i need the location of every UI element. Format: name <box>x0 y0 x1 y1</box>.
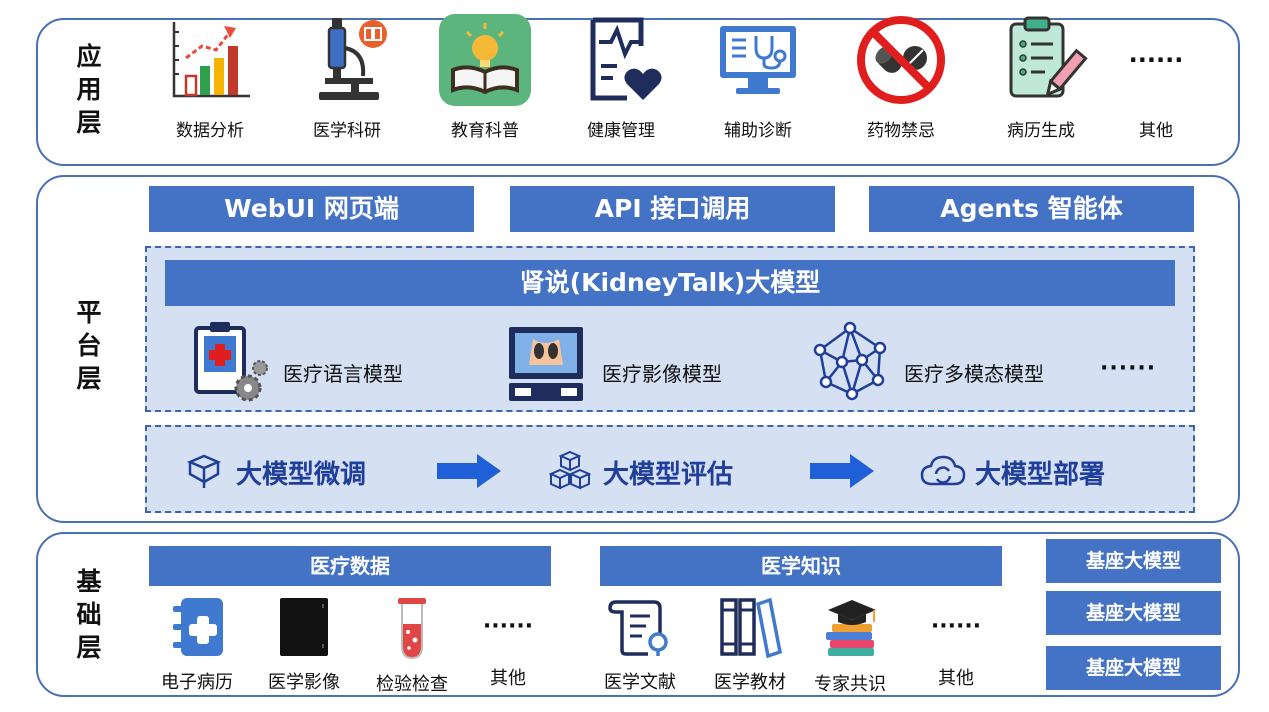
cloud-sync-icon <box>920 455 966 486</box>
agents-button[interactable]: Agents 智能体 <box>869 186 1194 232</box>
knowledge-item-literature[interactable]: 医学文献 <box>590 596 690 694</box>
foundation-layer-title: 基 础 层 <box>76 567 102 662</box>
ellipsis-icon: ······ <box>930 614 982 639</box>
app-item-drug-contraindication[interactable]: 药物禁忌 <box>846 12 956 141</box>
data-item-label: 其他 <box>490 668 526 689</box>
pipeline-step-finetune[interactable]: 大模型微调 <box>236 460 367 490</box>
data-item-other[interactable]: ······ 其他 <box>458 596 558 690</box>
app-item-data-analysis[interactable]: 数据分析 <box>155 12 265 141</box>
medical-record-icon <box>173 598 223 656</box>
network-nodes-icon <box>813 321 887 401</box>
knowledge-item-label: 医学文献 <box>604 672 676 693</box>
monitor-stethoscope-icon <box>720 26 796 94</box>
app-item-label: 数据分析 <box>176 121 244 141</box>
imaging-film-icon <box>280 598 328 656</box>
no-drugs-icon <box>857 16 945 104</box>
foundation-model-button-2[interactable]: 基座大模型 <box>1046 591 1221 635</box>
imaging-computer-icon <box>509 327 583 401</box>
scroll-search-icon <box>608 600 668 656</box>
app-item-other[interactable]: ······ 其他 <box>1101 12 1211 141</box>
bar-chart-icon <box>172 22 250 98</box>
app-item-assisted-diagnosis[interactable]: 辅助诊断 <box>703 12 813 141</box>
knowledge-item-textbooks[interactable]: 医学教材 <box>700 596 800 694</box>
foundation-model-button-3[interactable]: 基座大模型 <box>1046 646 1221 690</box>
app-item-record-generation[interactable]: 病历生成 <box>986 12 1096 141</box>
app-item-health-management[interactable]: 健康管理 <box>566 12 676 141</box>
books-icon <box>720 597 783 659</box>
medical-clipboard-icon <box>194 322 268 402</box>
microscope-icon <box>319 18 387 100</box>
webui-button[interactable]: WebUI 网页端 <box>149 186 474 232</box>
model-title: 肾说(KidneyTalk)大模型 <box>165 260 1175 306</box>
api-button[interactable]: API 接口调用 <box>510 186 835 232</box>
app-item-label: 健康管理 <box>587 121 655 141</box>
medical-data-header: 医疗数据 <box>149 546 551 586</box>
data-item-label: 检验检查 <box>376 674 448 695</box>
data-item-lab-tests[interactable]: 检验检查 <box>362 596 462 696</box>
app-item-medical-research[interactable]: 医学科研 <box>292 12 402 141</box>
ellipsis-icon: ······ <box>1128 46 1184 74</box>
health-clipboard-icon <box>590 17 662 101</box>
clipboard-pen-icon <box>1009 16 1088 98</box>
application-layer-title: 应 用 层 <box>76 42 102 137</box>
cubes-stack-icon <box>549 450 591 490</box>
data-item-emr[interactable]: 电子病历 <box>147 596 247 694</box>
knowledge-item-consensus[interactable]: 专家共识 <box>800 596 900 696</box>
model-item-imaging[interactable]: 医疗影像模型 <box>602 362 722 386</box>
app-item-education[interactable]: 教育科普 <box>430 12 540 141</box>
app-item-label: 辅助诊断 <box>724 121 792 141</box>
knowledge-item-label: 专家共识 <box>814 674 886 695</box>
pipeline-step-deploy[interactable]: 大模型部署 <box>975 460 1106 490</box>
arrow-right-icon <box>437 454 501 488</box>
foundation-model-button-1[interactable]: 基座大模型 <box>1046 539 1221 583</box>
ellipsis-icon: ······ <box>482 614 534 639</box>
data-item-label: 医学影像 <box>268 672 340 693</box>
knowledge-item-label: 其他 <box>938 668 974 689</box>
model-item-language[interactable]: 医疗语言模型 <box>283 362 403 386</box>
app-item-label: 其他 <box>1139 121 1173 141</box>
arrow-right-icon <box>810 454 874 488</box>
grad-cap-books-icon <box>826 600 876 656</box>
medical-knowledge-header: 医学知识 <box>600 546 1002 586</box>
data-item-label: 电子病历 <box>161 672 233 693</box>
cube-tune-icon <box>186 454 222 488</box>
platform-layer-title: 平 台 层 <box>76 298 102 393</box>
test-tube-icon <box>398 598 426 660</box>
model-item-multimodal[interactable]: 医疗多模态模型 <box>904 362 1044 386</box>
pipeline-panel <box>145 425 1195 513</box>
data-item-imaging[interactable]: 医学影像 <box>254 596 354 694</box>
models-ellipsis: ······ <box>1100 356 1157 381</box>
app-item-label: 医学科研 <box>313 121 381 141</box>
pipeline-step-evaluate[interactable]: 大模型评估 <box>603 460 734 490</box>
app-item-label: 教育科普 <box>451 121 519 141</box>
app-item-label: 药物禁忌 <box>867 121 935 141</box>
app-item-label: 病历生成 <box>1007 121 1075 141</box>
book-lightbulb-icon <box>439 14 531 106</box>
knowledge-item-other[interactable]: ······ 其他 <box>906 596 1006 690</box>
knowledge-item-label: 医学教材 <box>714 672 786 693</box>
